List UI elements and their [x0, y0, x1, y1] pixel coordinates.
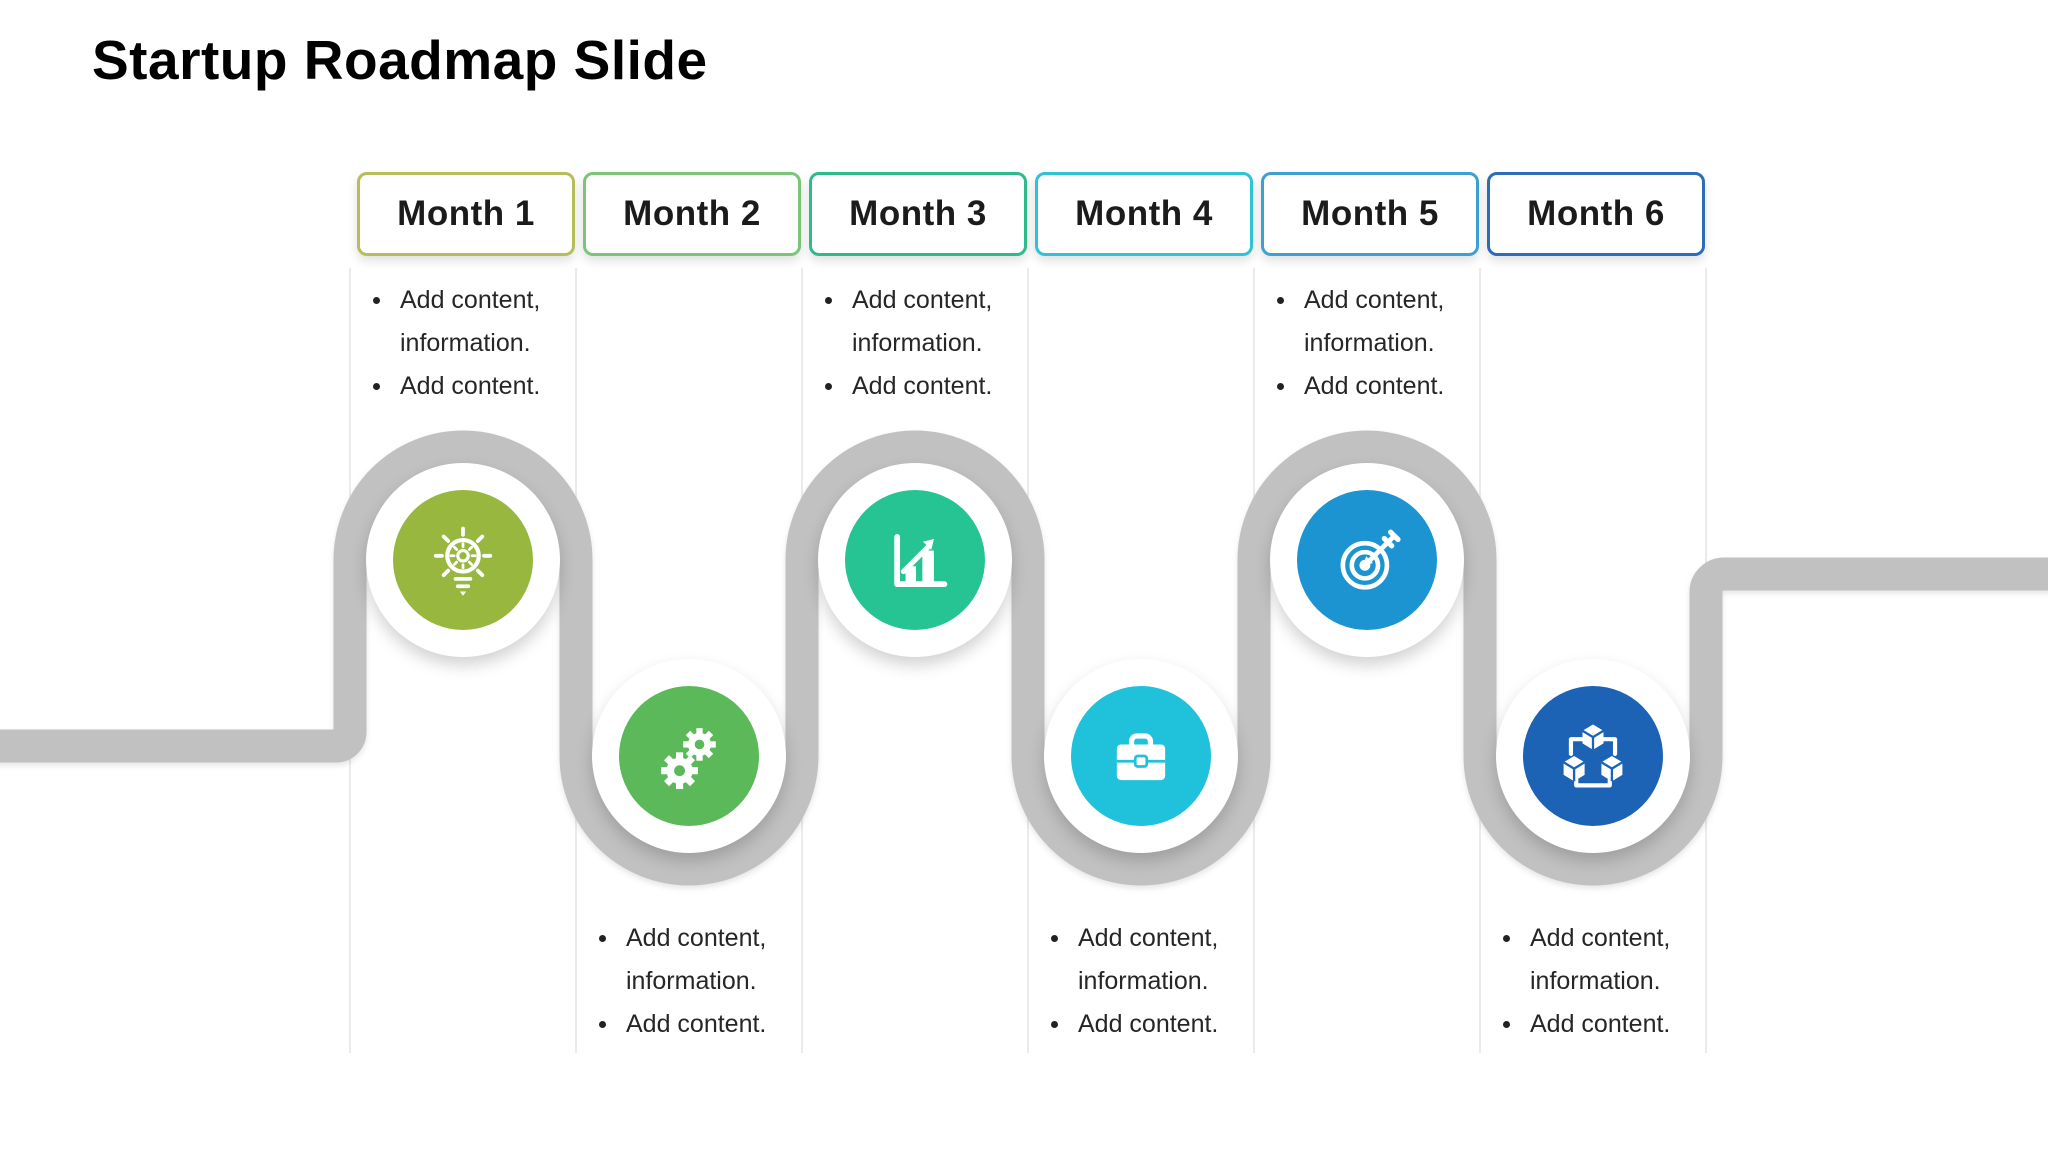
month-6-content: Add content, information. Add content. [1500, 917, 1686, 1046]
month-3-content: Add content, information. Add content. [822, 279, 1008, 408]
month-1-node [393, 490, 533, 630]
gear-hole [674, 765, 686, 777]
idea-lightbulb-gear-icon [433, 526, 493, 596]
bullet-item: Add content, information. [1274, 279, 1460, 365]
month-6-header: Month 6 [1487, 172, 1705, 256]
slide-title: Startup Roadmap Slide [92, 29, 708, 91]
month-2-content: Add content, information. Add content. [596, 917, 782, 1046]
month-5-label: Month 5 [1301, 194, 1439, 233]
month-3-node [845, 490, 985, 630]
month-2-node [619, 686, 759, 826]
month-3-label: Month 3 [849, 194, 987, 233]
month-4-label: Month 4 [1075, 194, 1213, 233]
road-path [0, 430, 2048, 886]
month-6-label: Month 6 [1527, 194, 1665, 233]
month-4-content: Add content, information. Add content. [1048, 917, 1234, 1046]
month-4-header: Month 4 [1035, 172, 1253, 256]
month-5-header: Month 5 [1261, 172, 1479, 256]
bullet-item: Add content. [370, 365, 556, 408]
month-2-header: Month 2 [583, 172, 801, 256]
growth-chart-icon [894, 534, 948, 588]
month-4-node [1071, 686, 1211, 826]
target-arrow-icon [1340, 529, 1401, 590]
bullet-item: Add content, information. [1048, 917, 1234, 1003]
bullet-item: Add content. [1274, 365, 1460, 408]
month-2-label: Month 2 [623, 194, 761, 233]
bullet-item: Add content, information. [370, 279, 556, 365]
cube-edges [1600, 761, 1623, 782]
month-3-header: Month 3 [809, 172, 1027, 256]
cube-edges [1581, 729, 1605, 750]
bullet-item: Add content. [596, 1003, 782, 1046]
month-1-content: Add content, information. Add content. [370, 279, 556, 408]
cube-edges [1563, 761, 1586, 782]
month-5-content: Add content, information. Add content. [1274, 279, 1460, 408]
month-1-header: Month 1 [357, 172, 575, 256]
bullet-item: Add content, information. [822, 279, 1008, 365]
bullet-item: Add content. [822, 365, 1008, 408]
month-1-label: Month 1 [397, 194, 535, 233]
briefcase-icon [1116, 733, 1166, 781]
month-6-node [1523, 686, 1663, 826]
bullet-item: Add content. [1048, 1003, 1234, 1046]
bullet-item: Add content, information. [596, 917, 782, 1003]
bullet-item: Add content, information. [1500, 917, 1686, 1003]
bullet-item: Add content. [1500, 1003, 1686, 1046]
linked-cubes-icon [1563, 724, 1623, 788]
gears-icon [661, 728, 716, 790]
month-5-node [1297, 490, 1437, 630]
gear-hole [694, 739, 705, 750]
briefcase-latch [1133, 754, 1149, 768]
